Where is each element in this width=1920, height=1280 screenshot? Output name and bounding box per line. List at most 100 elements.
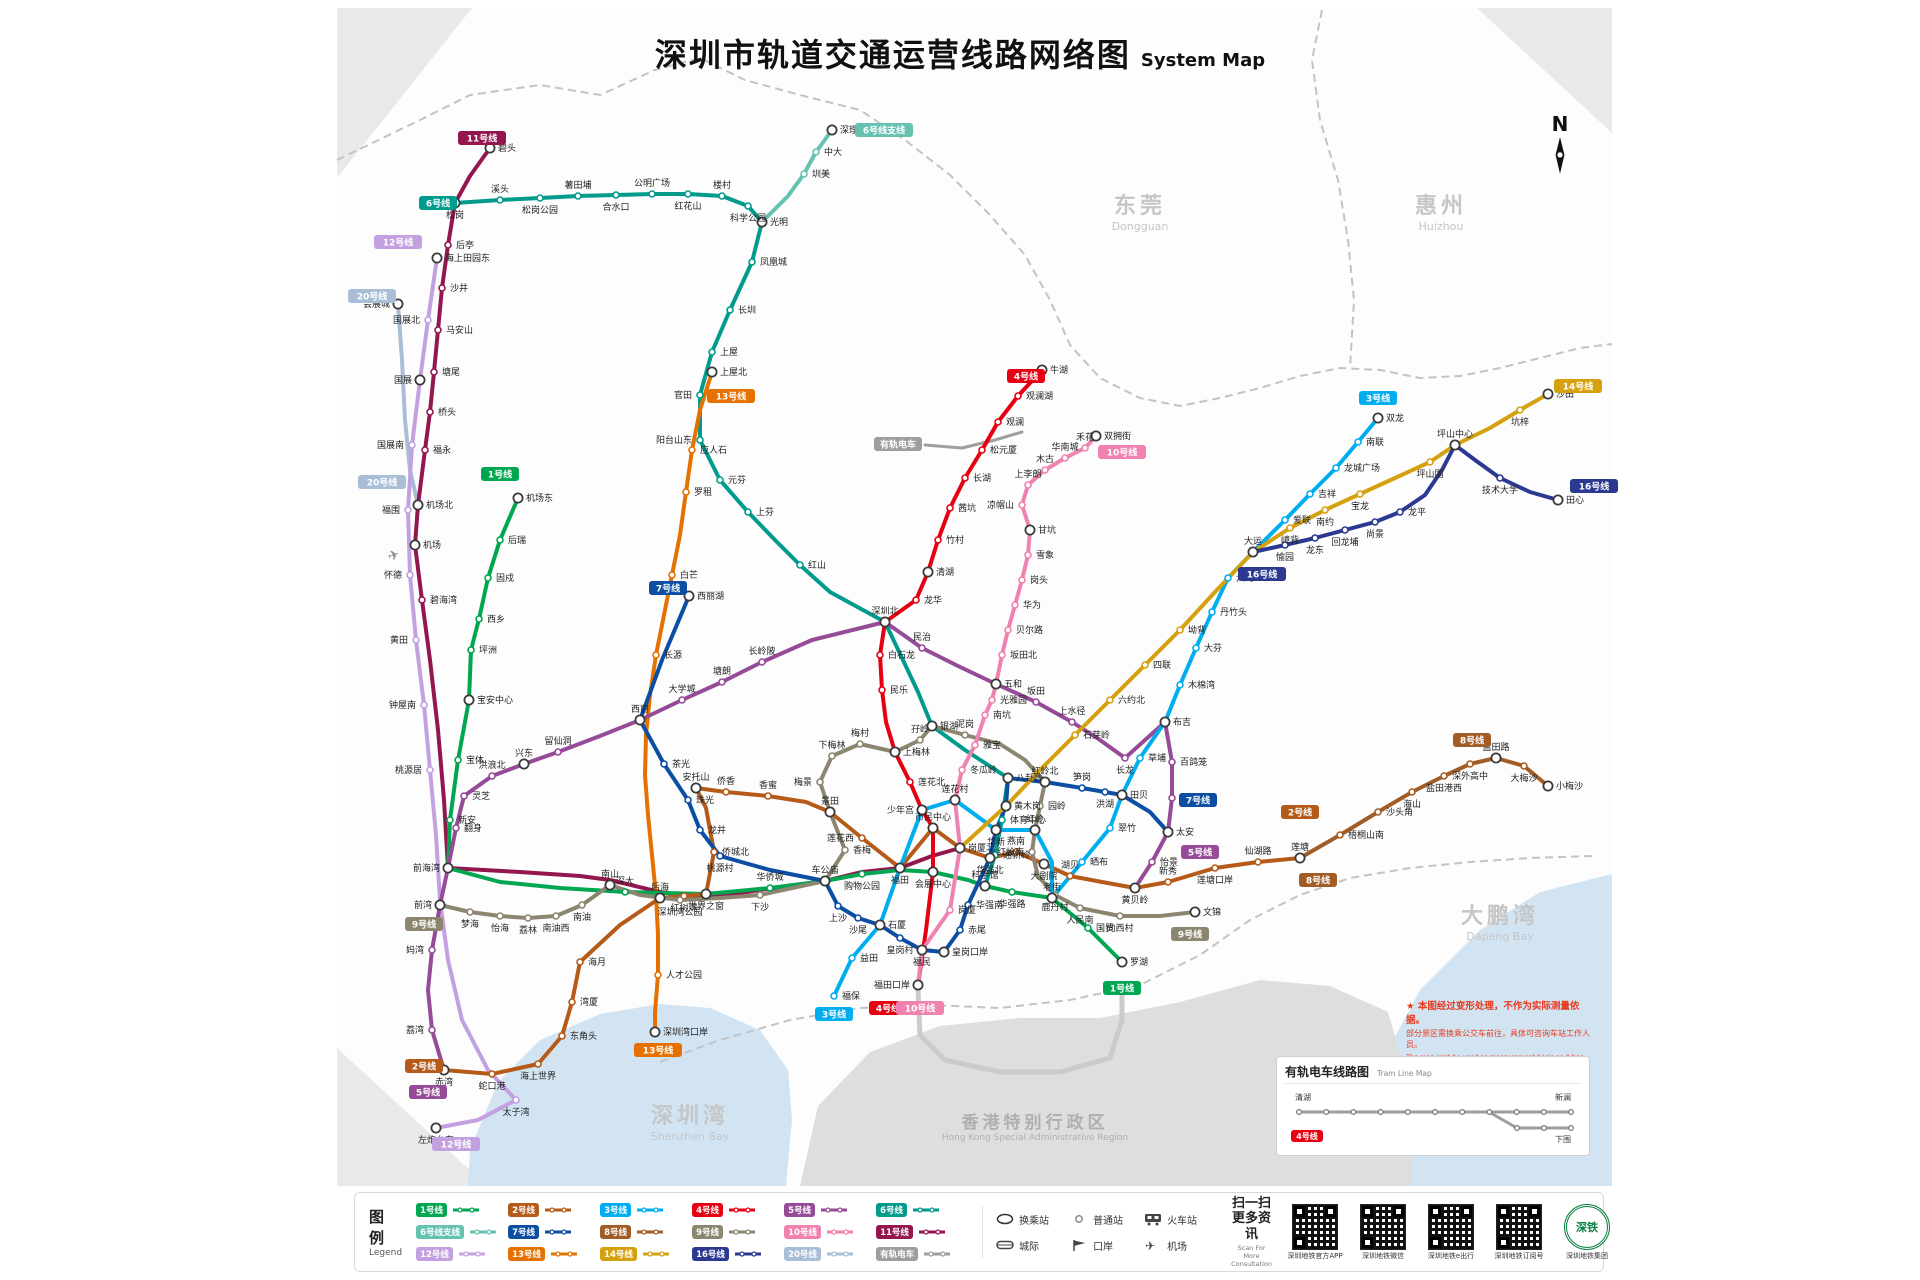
legend-line-sample	[728, 1229, 755, 1235]
legend-type-regular: 普通站	[1069, 1212, 1143, 1227]
legend-line-item: 4号线	[692, 1203, 784, 1217]
legend-line-item: 12号线	[416, 1247, 508, 1261]
qr-code-image	[1291, 1203, 1338, 1250]
scan-text-en: Scan For More Consultation	[1231, 1244, 1272, 1269]
legend-line-badge: 10号线	[784, 1225, 821, 1239]
qr-code: 深圳地铁e出行	[1422, 1203, 1480, 1260]
regular-icon	[1075, 1215, 1084, 1223]
legend-line-item: 9号线	[692, 1225, 784, 1239]
legend-type-intercity: 城际	[995, 1238, 1069, 1253]
legend-line-sample	[452, 1207, 479, 1213]
legend-line-sample	[544, 1229, 571, 1235]
legend-line-badge: 13号线	[508, 1247, 545, 1261]
legend-line-sample	[636, 1207, 663, 1213]
legend-line-badge: 5号线	[784, 1203, 815, 1217]
legend-line-badge: 4号线	[692, 1203, 723, 1217]
legend-line-item: 11号线	[876, 1225, 968, 1239]
legend-line-item: 1号线	[416, 1203, 508, 1217]
notice-zh-2: 部分景区需换乘公交车前往，具体可咨询车站工作人员。	[1406, 1029, 1590, 1049]
legend-line-badge: 9号线	[692, 1225, 723, 1239]
legend-line-item: 2号线	[508, 1203, 600, 1217]
legend-line-sample	[642, 1251, 669, 1257]
legend-line-item: 8号线	[600, 1225, 692, 1239]
airport-icon: ✈	[1145, 1239, 1155, 1252]
transfer-icon	[996, 1213, 1014, 1225]
legend-line-item: 14号线	[600, 1247, 692, 1261]
svg-text:4号线: 4号线	[1296, 1131, 1318, 1141]
legend-line-item: 有轨电车	[876, 1247, 968, 1261]
legend-line-badge: 6号线	[876, 1203, 907, 1217]
legend-line-badge: 20号线	[784, 1247, 821, 1261]
legend-line-item: 3号线	[600, 1203, 692, 1217]
legend-line-item: 7号线	[508, 1225, 600, 1239]
tram-inset-header: 有轨电车线路图 Tram Line Map	[1285, 1063, 1581, 1084]
legend-type-train: 火车站	[1143, 1212, 1217, 1227]
qr-code-list: 深圳地铁官方APP 深圳地铁微信 深圳地铁e出行 深圳地铁订阅号 深铁深圳地铁集团	[1286, 1203, 1616, 1260]
compass: N	[1538, 112, 1582, 180]
legend-type-airport: ✈机场	[1145, 1239, 1188, 1253]
scan-text-1: 扫一扫	[1232, 1195, 1272, 1211]
qr-caption: 深圳地铁集团	[1565, 1251, 1608, 1260]
train-icon	[1145, 1214, 1162, 1226]
legend-line-sample	[826, 1251, 853, 1257]
legend-line-badge: 2号线	[508, 1203, 539, 1217]
legend-panel: 图 例 Legend 1号线 2号线 3号线 4号线 5号线 6号线 6号线支线 7号线 8号线…	[354, 1192, 1610, 1272]
legend-line-item: 10号线	[784, 1225, 876, 1239]
legend-line-badge: 6号线支线	[416, 1225, 464, 1239]
legend-line-sample	[820, 1207, 847, 1213]
legend-line-item: 13号线	[508, 1247, 600, 1261]
notice-zh-1: ★ 本图经过变形处理，不作为实际测量依据。	[1406, 1001, 1580, 1026]
legend-line-badge: 7号线	[508, 1225, 539, 1239]
svg-text:✈: ✈	[1145, 1239, 1155, 1252]
tram-inset-title-zh: 有轨电车线路图	[1285, 1065, 1370, 1079]
company-logo: 深铁深圳地铁集团	[1558, 1203, 1616, 1260]
qr-code: 深圳地铁官方APP	[1286, 1203, 1344, 1260]
legend-station-types: 换乘站普通站火车站城际口岸✈机场	[982, 1206, 1217, 1258]
legend-line-sample	[550, 1251, 577, 1257]
tram-inset-title-en: Tram Line Map	[1377, 1069, 1432, 1078]
qr-code: 深圳地铁订阅号	[1490, 1203, 1548, 1260]
legend-line-sample	[458, 1251, 485, 1257]
legend-line-sample	[826, 1229, 853, 1235]
legend-line-list: 1号线 2号线 3号线 4号线 5号线 6号线 6号线支线 7号线 8号线 9号线 10号线 11号线…	[416, 1199, 968, 1265]
qr-caption: 深圳地铁e出行	[1427, 1251, 1475, 1260]
qr-caption: 深圳地铁官方APP	[1287, 1251, 1343, 1260]
scan-block: 扫一扫 更多资讯 Scan For More Consultation	[1231, 1196, 1272, 1269]
legend-line-badge: 16号线	[692, 1247, 729, 1261]
title-en: System Map	[1140, 50, 1266, 71]
company-logo-icon: 深铁	[1563, 1203, 1610, 1250]
port-icon	[1073, 1240, 1086, 1251]
legend-type-transfer: 换乘站	[995, 1212, 1069, 1227]
svg-text:下围: 下围	[1555, 1135, 1571, 1144]
scan-text-2: 更多资讯	[1232, 1211, 1272, 1242]
tram-map-svg: 清湖新澜下围4号线	[1291, 1092, 1575, 1144]
compass-n-label: N	[1551, 112, 1569, 136]
legend-line-item: 16号线	[692, 1247, 784, 1261]
legend-line-badge: 1号线	[416, 1203, 447, 1217]
legend-line-badge: 12号线	[416, 1247, 453, 1261]
legend-line-sample	[924, 1251, 951, 1257]
legend-line-badge: 8号线	[600, 1225, 631, 1239]
legend-line-item: 6号线	[876, 1203, 968, 1217]
svg-text:新澜: 新澜	[1555, 1092, 1571, 1102]
intercity-icon	[996, 1240, 1014, 1250]
qr-caption: 深圳地铁订阅号	[1494, 1251, 1544, 1260]
legend-line-sample	[469, 1229, 496, 1235]
qr-code: 深圳地铁微信	[1354, 1203, 1412, 1260]
legend-line-badge: 11号线	[876, 1225, 913, 1239]
legend-title: 图 例 Legend	[369, 1208, 403, 1258]
qr-caption: 深圳地铁微信	[1361, 1251, 1404, 1260]
legend-line-sample	[734, 1251, 761, 1257]
legend-line-badge: 3号线	[600, 1203, 631, 1217]
qr-code-image	[1359, 1203, 1406, 1250]
compass-needle-icon	[1555, 137, 1565, 174]
legend-line-item: 5号线	[784, 1203, 876, 1217]
qr-code-image	[1427, 1203, 1474, 1250]
legend-line-sample	[918, 1229, 945, 1235]
legend-line-sample	[728, 1207, 755, 1213]
legend-line-sample	[912, 1207, 939, 1213]
qr-code-image	[1495, 1203, 1542, 1250]
